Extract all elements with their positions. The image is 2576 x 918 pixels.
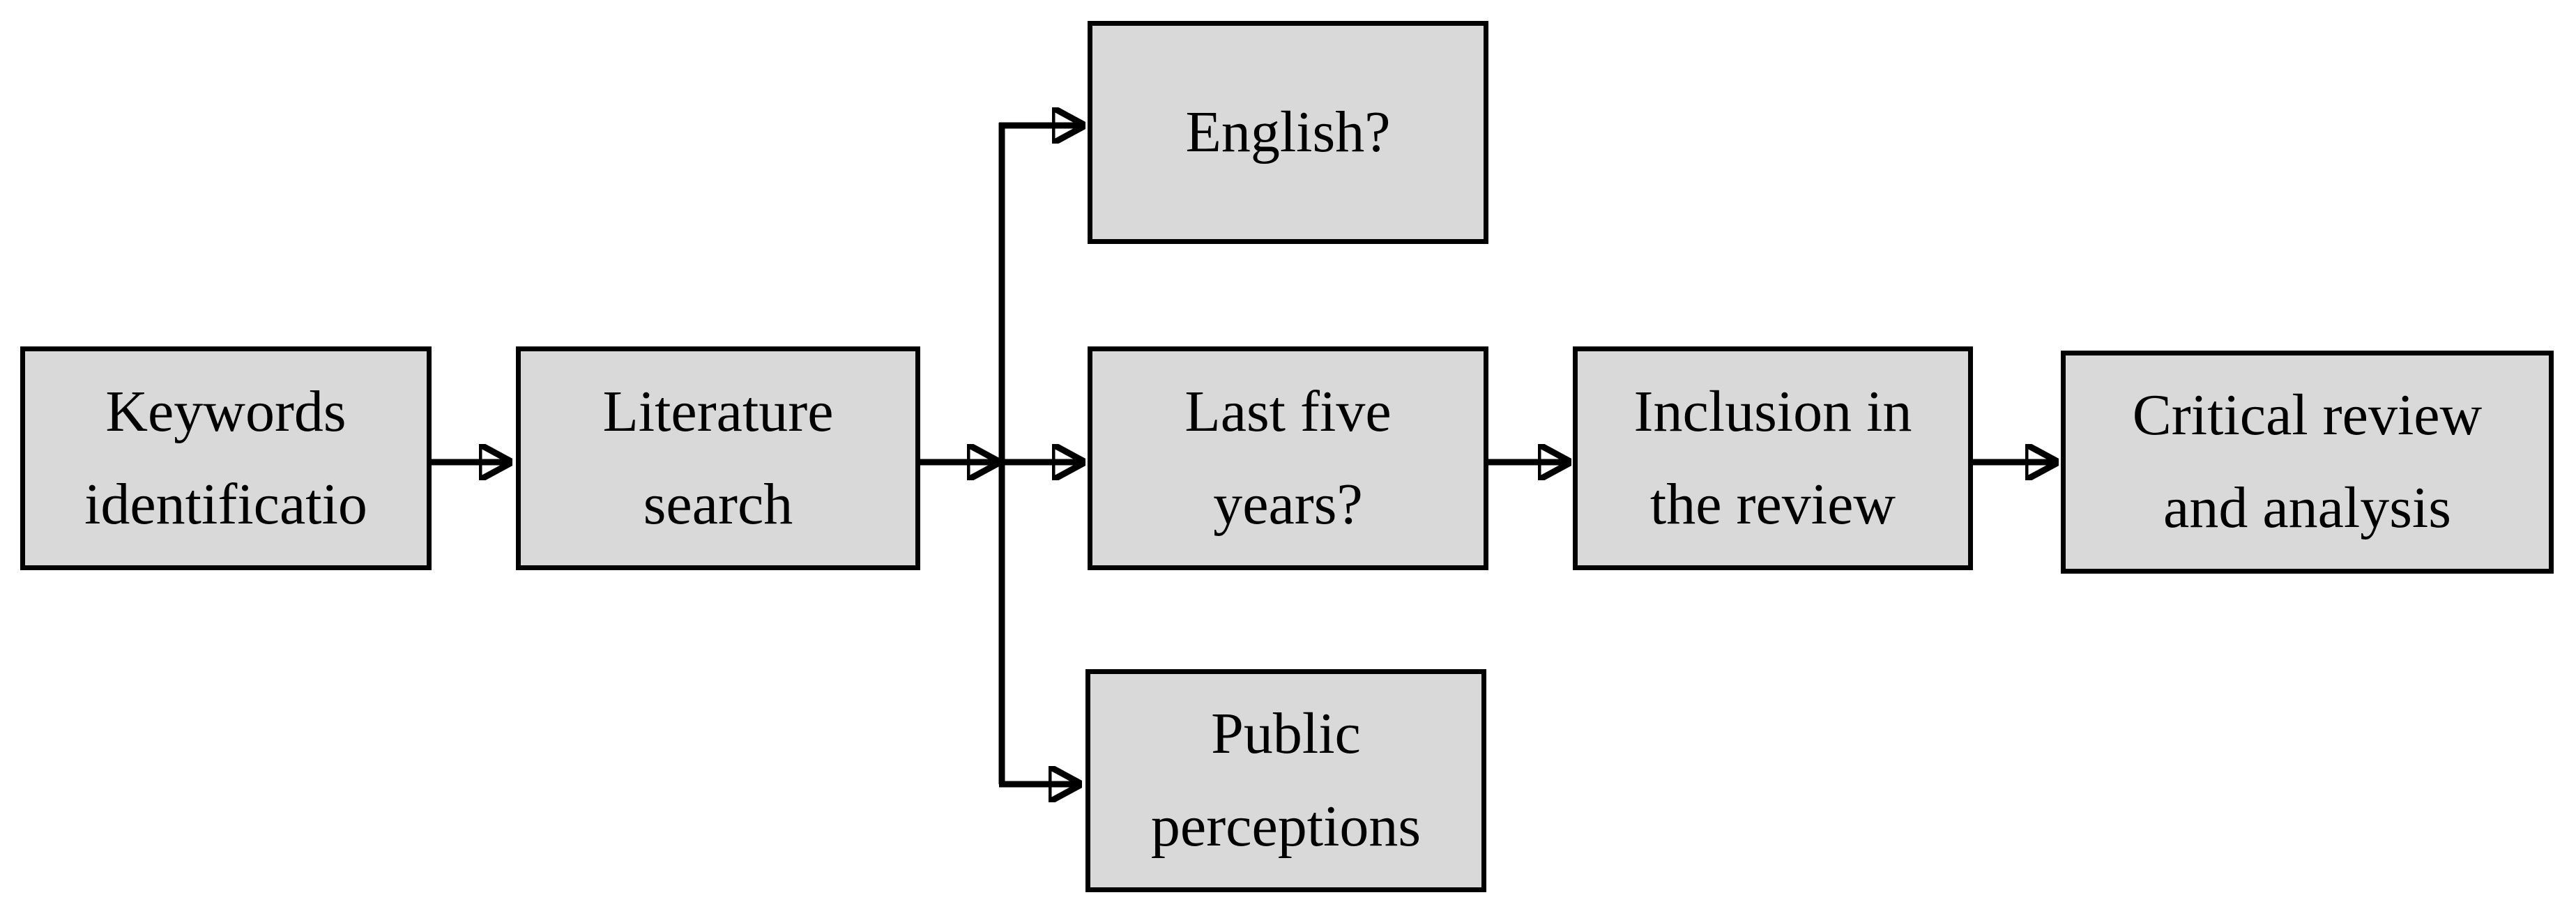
node-public-perceptions: Public perceptions [1085, 669, 1486, 892]
node-literature-search: Literature search [516, 346, 920, 570]
node-last-five-years: Last five years? [1088, 346, 1488, 570]
node-critical-review: Critical review and analysis [2061, 351, 2554, 574]
node-keywords-identification: Keywords identificatio [20, 346, 432, 570]
node-inclusion-in-review: Inclusion in the review [1573, 346, 1973, 570]
node-english: English? [1088, 21, 1488, 244]
